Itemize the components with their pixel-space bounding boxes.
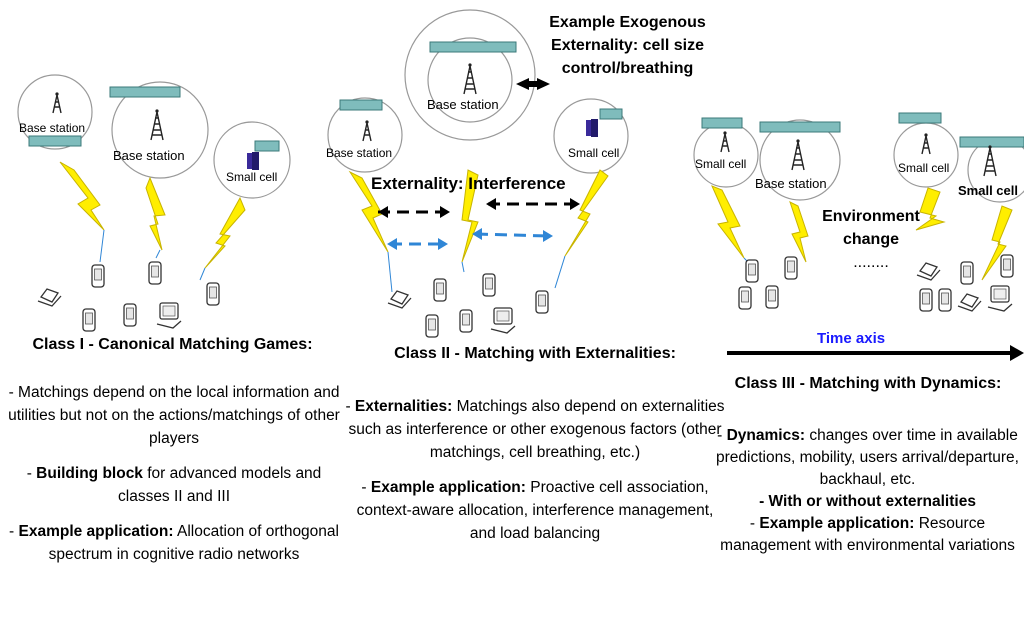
small-cell-label: Small cell	[226, 170, 278, 184]
bullet-prefix: -	[345, 398, 355, 415]
small-cell-label: Small cell	[958, 183, 1018, 198]
phone-icon	[938, 288, 952, 312]
phone-icon	[960, 261, 974, 285]
description-text: for advanced models and classes II and I…	[118, 465, 322, 505]
note-line: Externality: cell size	[551, 37, 704, 54]
resource-bar	[759, 121, 841, 133]
resource-bar	[109, 86, 181, 98]
bullet-prefix: -	[8, 384, 19, 401]
class1-title: Class I - Canonical Matching Games:	[32, 336, 313, 353]
base-station-label: Base station	[326, 146, 393, 160]
resource-bar	[599, 108, 623, 120]
small-cell-icon	[247, 152, 259, 170]
bullet-prefix: -	[361, 479, 371, 496]
computer-icon	[987, 285, 1013, 312]
class2-network	[327, 9, 629, 338]
description-text: Allocation of orthogonal spectrum in cog…	[48, 523, 339, 563]
phone-icon	[459, 309, 473, 333]
description-bold: Example application:	[759, 515, 915, 532]
phone-icon	[433, 278, 447, 302]
bullet-prefix: -	[26, 465, 37, 482]
class2-description: - Externalities: Matchings also depend o…	[345, 395, 725, 557]
phone-icon	[123, 303, 137, 327]
description-text: Resource management with environmental v…	[720, 515, 1015, 554]
resource-bar	[429, 41, 517, 53]
phone-icon	[535, 290, 549, 314]
note-line: Example Exogenous	[549, 14, 706, 31]
time-axis-label: Time axis	[817, 330, 886, 347]
phone-icon	[148, 261, 162, 285]
laptop-icon	[387, 290, 412, 309]
class1-network	[17, 74, 291, 332]
interference-label: Externality: Interference	[371, 174, 566, 193]
breathing-arrow	[516, 78, 550, 90]
resource-bar	[898, 112, 942, 124]
phone-icon	[425, 314, 439, 338]
phone-icon	[482, 273, 496, 297]
base-station-label: Base station	[113, 148, 185, 163]
computer-icon	[490, 307, 516, 334]
description-text: Proactive cell association, context-awar…	[356, 479, 714, 542]
description-text: Matchings depend on the local informatio…	[8, 384, 340, 447]
small-cell-label: Small cell	[898, 161, 950, 175]
computer-icon	[156, 302, 182, 329]
phone-icon	[1000, 254, 1014, 278]
description-bold: Example application:	[18, 523, 174, 540]
class1-description: - Matchings depend on the local informat…	[4, 381, 344, 578]
resource-bar	[959, 136, 1024, 148]
exogenous-externality-note: Example Exogenous Externality: cell size…	[535, 11, 720, 80]
class3-title: Class III - Matching with Dynamics:	[734, 375, 1002, 392]
base-station-label: Base station	[19, 121, 86, 135]
note-line: Environment	[822, 208, 920, 225]
description-text: Matchings also depend on externalities s…	[348, 398, 725, 461]
description-bold: Dynamics:	[726, 427, 806, 444]
time-axis-arrowhead	[1010, 345, 1024, 361]
phone-icon	[919, 288, 933, 312]
phone-icon	[784, 256, 798, 280]
class3-network	[693, 112, 1024, 361]
resource-bar	[701, 117, 743, 129]
bullet-prefix: -	[717, 427, 727, 444]
description-bold: Example application:	[370, 479, 526, 496]
phone-icon	[91, 264, 105, 288]
environment-change-label: Environment change ........	[812, 205, 930, 274]
class2-title: Class II - Matching with Externalities:	[394, 345, 676, 362]
description-bold: Externalities:	[354, 398, 453, 415]
inner-coverage-circle	[427, 37, 513, 123]
description-bold: - With or without externalities	[759, 493, 976, 510]
phone-icon	[765, 285, 779, 309]
laptop-icon	[957, 293, 982, 312]
phone-icon	[82, 308, 96, 332]
bullet-prefix: -	[9, 523, 19, 540]
base-station-label: Base station	[755, 176, 827, 191]
coverage-circle	[17, 74, 93, 150]
class3-description: - Dynamics: changes over time in availab…	[715, 425, 1020, 569]
phone-icon	[745, 259, 759, 283]
resource-bar	[254, 140, 280, 152]
note-line: change	[842, 231, 899, 248]
description-bold: Building block	[36, 465, 143, 482]
bullet-prefix: -	[749, 515, 760, 532]
laptop-icon	[37, 288, 62, 307]
small-cell-icon	[586, 119, 598, 137]
phone-icon	[206, 282, 220, 306]
small-cell-label: Small cell	[695, 157, 747, 171]
phone-icon	[738, 286, 752, 310]
note-line: control/breathing	[561, 60, 694, 77]
small-cell-label: Small cell	[568, 146, 620, 160]
resource-bar	[339, 99, 383, 111]
coverage-circle	[893, 122, 959, 188]
resource-bar	[28, 135, 82, 147]
base-station-label: Base station	[427, 97, 499, 112]
note-line: ........	[853, 254, 889, 271]
description-text: changes over time in available predictio…	[716, 427, 1019, 488]
